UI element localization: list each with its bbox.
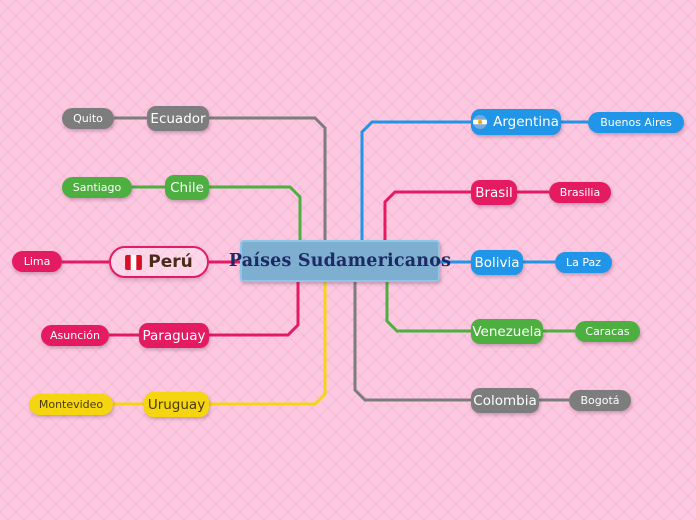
edge-central-chile xyxy=(209,185,302,240)
leaf-colombia-capital-label: Bogotá xyxy=(580,394,620,407)
central-topic-label: Países Sudamericanos xyxy=(228,251,452,271)
branch-venezuela[interactable]: Venezuela xyxy=(471,319,543,344)
edge-central-paraguay xyxy=(209,282,300,337)
leaf-paraguay-capital[interactable]: Asunción xyxy=(41,325,109,346)
leaf-brasil-capital[interactable]: Brasilia xyxy=(549,182,611,203)
leaf-ecuador-capital[interactable]: Quito xyxy=(62,108,114,129)
branch-colombia-label: Colombia xyxy=(473,392,537,409)
edge-central-uruguay xyxy=(209,282,327,406)
peru-flag-icon xyxy=(125,254,143,270)
branch-peru-label: Perú xyxy=(148,252,193,272)
leaf-venezuela-capital-label: Caracas xyxy=(585,325,630,338)
branch-paraguay-label: Paraguay xyxy=(142,327,206,344)
branch-brasil[interactable]: Brasil xyxy=(471,180,517,205)
branch-venezuela-label: Venezuela xyxy=(472,323,542,340)
branch-argentina-label: Argentina xyxy=(493,114,559,130)
leaf-bolivia-capital[interactable]: La Paz xyxy=(555,252,612,273)
branch-uruguay[interactable]: Uruguay xyxy=(144,392,209,417)
leaf-argentina-capital-label: Buenos Aires xyxy=(600,116,672,129)
leaf-colombia-capital[interactable]: Bogotá xyxy=(569,390,631,411)
branch-ecuador-label: Ecuador xyxy=(150,110,206,127)
argentina-flag-icon xyxy=(473,115,488,129)
branch-bolivia[interactable]: Bolivia xyxy=(471,250,523,275)
branch-ecuador[interactable]: Ecuador xyxy=(147,106,209,131)
central-topic[interactable]: Países Sudamericanos xyxy=(229,240,451,282)
leaf-venezuela-capital[interactable]: Caracas xyxy=(575,321,640,342)
leaf-brasil-capital-label: Brasilia xyxy=(559,186,601,199)
leaf-chile-capital[interactable]: Santiago xyxy=(62,177,132,198)
leaf-bolivia-capital-label: La Paz xyxy=(565,256,602,269)
edge-central-brasil xyxy=(383,190,471,240)
leaf-peru-capital[interactable]: Lima xyxy=(12,251,62,272)
leaf-ecuador-capital-label: Quito xyxy=(73,112,103,125)
branch-argentina[interactable]: Argentina xyxy=(471,109,561,135)
edge-central-ecuador xyxy=(209,116,327,240)
leaf-chile-capital-label: Santiago xyxy=(72,181,122,194)
branch-chile-label: Chile xyxy=(170,179,204,196)
branch-brasil-label: Brasil xyxy=(475,184,513,201)
branch-paraguay[interactable]: Paraguay xyxy=(139,323,209,348)
branch-peru[interactable]: Perú xyxy=(109,246,209,278)
branch-bolivia-label: Bolivia xyxy=(474,254,520,271)
edge-central-colombia xyxy=(353,282,471,402)
branch-uruguay-label: Uruguay xyxy=(147,396,206,413)
edge-central-venezuela xyxy=(385,282,471,333)
leaf-uruguay-capital-label: Montevideo xyxy=(38,398,104,411)
leaf-paraguay-capital-label: Asunción xyxy=(50,329,101,342)
branch-colombia[interactable]: Colombia xyxy=(471,388,539,413)
leaf-peru-capital-label: Lima xyxy=(23,255,51,268)
branch-chile[interactable]: Chile xyxy=(165,175,209,200)
edge-central-argentina xyxy=(360,120,471,240)
leaf-argentina-capital[interactable]: Buenos Aires xyxy=(588,112,684,133)
leaf-uruguay-capital[interactable]: Montevideo xyxy=(29,394,113,415)
